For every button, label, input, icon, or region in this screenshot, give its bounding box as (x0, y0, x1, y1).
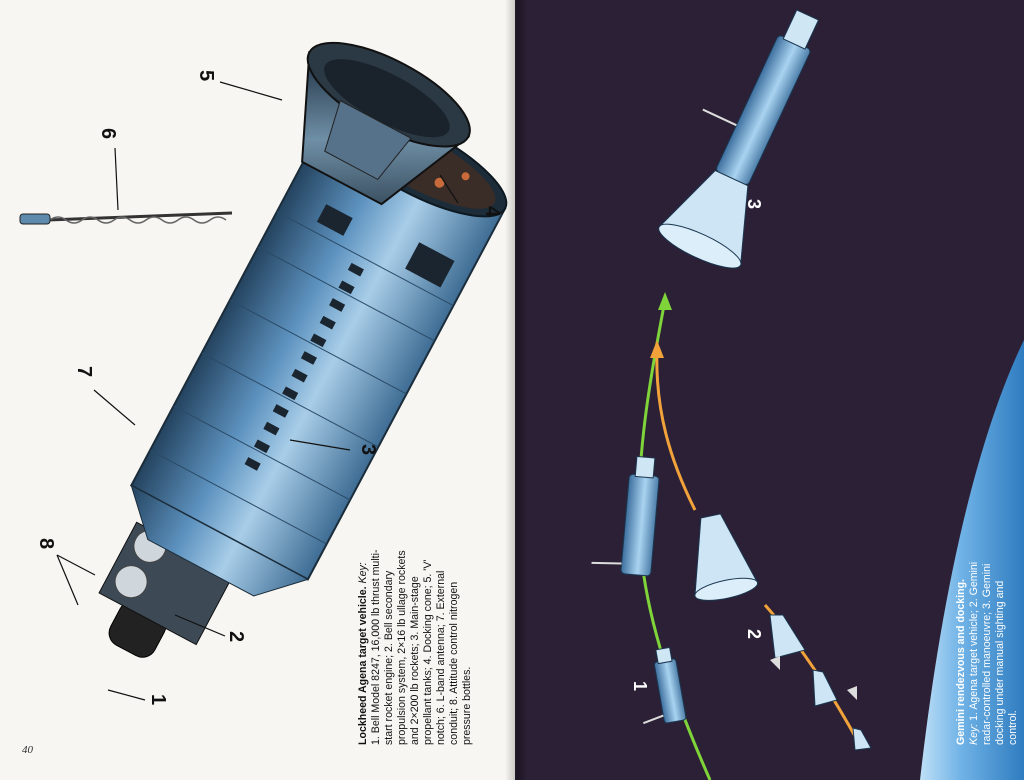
agena-caption-line: propellant tanks; 4. Docking cone; 5. 'V… (422, 559, 434, 745)
agena-caption-line: notch; 6. L-band antenna; 7. External (435, 570, 447, 745)
agena-vehicle (591, 455, 660, 577)
callout-3: 3 (357, 444, 379, 455)
callout-5: 5 (195, 70, 217, 81)
agena-caption-line: 1. Bell Model 8247, 16,000 lb thrust mul… (370, 549, 382, 745)
earth-limb (920, 340, 1024, 780)
rendezvous-caption-title: Gemini rendezvous and docking. (955, 579, 967, 745)
agena-caption-line: conduit; 8. Attitude control nitrogen (448, 581, 460, 745)
agena-caption-line: start rocket engine; 2. Bell secondary (383, 570, 395, 745)
callout-8: 8 (35, 538, 57, 549)
callout-2: 2 (225, 631, 247, 642)
rendezvous-caption-line: docking under manual sighting and contro… (994, 580, 1019, 745)
l-band-antenna (19, 211, 233, 225)
agena-caption-title: Lockheed Agena target vehicle. (357, 586, 369, 745)
page-number: 40 (22, 744, 33, 756)
agena-vehicle-low (642, 646, 687, 725)
gemini-vehicle (694, 513, 759, 601)
agena-caption-line: pressure bottles. (461, 666, 473, 745)
left-page: 5 6 4 7 3 8 2 1 Lockheed Agena target ve… (0, 0, 515, 780)
agena-caption-line: propulsion system, 2×16 lb ullage rocket… (396, 550, 408, 745)
rendezvous-caption: Gemini rendezvous and docking. Key: 1. A… (955, 545, 1020, 745)
book-gutter (505, 0, 527, 780)
docked-vehicles (658, 9, 820, 269)
callout-7: 7 (73, 366, 95, 377)
agena-caption-key: Key: (357, 562, 369, 584)
callout-2: 2 (744, 629, 764, 639)
rendezvous-illustration: 3 2 1 (591, 9, 1024, 780)
agena-caption-line: and 2×200 lb rockets; 3. Main-stage (409, 576, 421, 745)
agena-illustration: 5 6 4 7 3 8 2 1 (19, 41, 508, 705)
callout-4: 4 (481, 206, 503, 218)
right-page: 3 2 1 Gemini rendezvous and docking. Key… (515, 0, 1024, 780)
rendezvous-caption-line: radar-controlled manoeuvre; 3. Gemini (981, 563, 993, 745)
callout-1: 1 (147, 694, 169, 705)
callout-6: 6 (97, 128, 119, 139)
agena-caption: Lockheed Agena target vehicle. Key: 1. B… (357, 535, 474, 745)
callout-1: 1 (630, 681, 650, 691)
rendezvous-caption-line: 1. Agena target vehicle; 2. Gemini (968, 561, 980, 721)
rendezvous-caption-key: Key: (968, 723, 980, 745)
docking-cone (301, 41, 471, 206)
callout-3: 3 (744, 199, 764, 209)
gemini-manoeuvre-sequence (769, 614, 872, 751)
